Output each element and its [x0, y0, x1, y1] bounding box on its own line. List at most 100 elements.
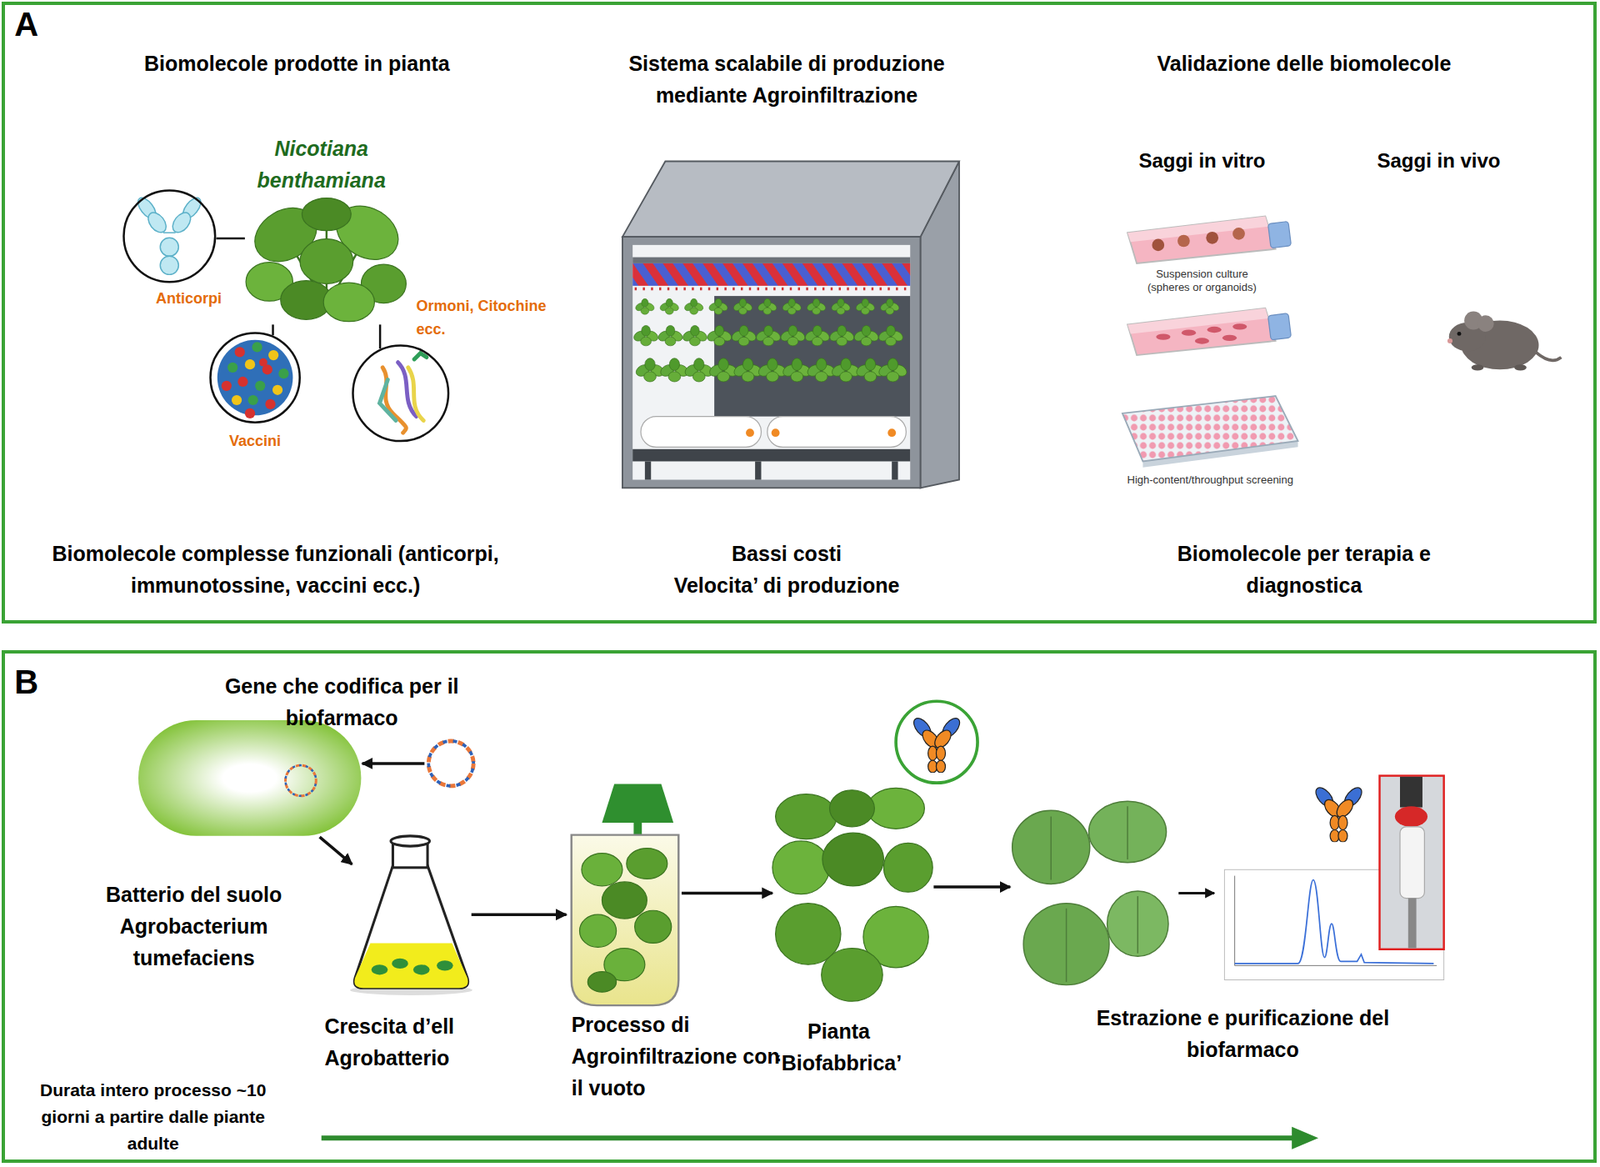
vacuum-infiltration [626, 848, 668, 880]
vacuum-infiltration [581, 853, 623, 886]
node-caption: Batterio del suolo Agrobacterium tumefac… [77, 878, 311, 974]
vacuum-infiltration [571, 783, 680, 1005]
erlenmeyer-flask [391, 958, 409, 969]
biofactory-plant [883, 842, 933, 892]
biofactory-plant [867, 787, 925, 829]
culture-flask [1151, 239, 1165, 252]
protein-illustration [380, 353, 427, 434]
biofactory-plant [830, 790, 875, 827]
bacterium: Batterio del suolo Agrobacterium tumefac… [137, 719, 362, 837]
culture-flask [1127, 308, 1291, 355]
chromatogram [1235, 965, 1437, 966]
growth-chamber [852, 325, 880, 345]
harvested-leaves [1012, 810, 1090, 884]
growth-chamber [680, 325, 709, 345]
protein-illustration [408, 367, 424, 421]
growth-chamber [891, 460, 898, 480]
growth-chamber [781, 298, 803, 315]
growth-chamber [622, 160, 960, 488]
duration-note: Durata intero processo ~10 giorni a part… [20, 1076, 287, 1157]
sub-heading: Saggi in vitro [1101, 148, 1302, 174]
culture-flask [1232, 227, 1245, 240]
growth-chamber [803, 325, 831, 345]
culture-flask [1127, 308, 1276, 355]
pill-outline [137, 719, 362, 837]
virus-illustration [245, 359, 255, 370]
antibody-illustration [122, 189, 217, 284]
growth-chamber [887, 428, 896, 437]
protein-illustration [382, 367, 406, 433]
tobacco-plant [323, 282, 375, 322]
erlenmeyer-flask [390, 835, 430, 846]
circle-outline [353, 345, 450, 441]
virus-illustration [221, 380, 232, 391]
erlenmeyer-flask [354, 865, 468, 988]
virus-illustration [268, 350, 279, 360]
culture-flask [1268, 313, 1292, 340]
growth-chamber [707, 298, 729, 315]
growth-chamber [632, 298, 910, 382]
step-arrow [1178, 891, 1215, 895]
vacuum-infiltration [580, 848, 672, 993]
growth-chamber [645, 460, 651, 480]
culture-flask [1268, 221, 1292, 249]
purification-photo [1408, 898, 1417, 949]
antibody-illustration [160, 237, 179, 256]
culture-flask [1177, 235, 1190, 248]
erlenmeyer-flask [350, 835, 473, 995]
virus-illustration [245, 408, 255, 419]
culture-flask [1205, 231, 1219, 245]
column-footer: Bassi costi [661, 537, 912, 570]
culture-flask [1195, 337, 1210, 344]
harvested-leaves [1107, 890, 1169, 956]
vaccine-circle: Vaccini [209, 331, 301, 424]
growth-chamber [622, 236, 921, 488]
growth-chamber [805, 298, 827, 315]
biofactory-plant [772, 787, 933, 1001]
growth-chamber [640, 416, 761, 448]
protein-circle: Ormoni, Citochine ecc. [351, 344, 450, 443]
virus-illustration [255, 380, 265, 391]
growth-chamber [632, 245, 910, 480]
harvested-leaves [1050, 816, 1051, 880]
virus-illustration [248, 395, 259, 405]
tobacco-plant [300, 239, 354, 285]
biofactory-plant [775, 794, 837, 840]
flow-arrow [471, 912, 567, 916]
growth-chamber [622, 160, 960, 237]
virus-illustration [278, 368, 289, 379]
growth-chamber [828, 325, 856, 345]
timeline-arrow [321, 1126, 1319, 1150]
virus-illustration [259, 358, 268, 367]
antibody-badge [895, 700, 978, 783]
antibody-badge [895, 700, 978, 783]
vacuum-infiltration [601, 881, 647, 919]
plasmid-ring [285, 765, 317, 796]
purification-photo [1395, 805, 1428, 826]
harvested-leaves [1089, 800, 1167, 862]
purification-photo [1400, 776, 1423, 808]
growth-chamber [855, 298, 876, 315]
column-footer: Biomolecole per terapia e diagnostica [1154, 537, 1455, 601]
leader-line [215, 237, 245, 240]
flow-arrow [933, 885, 1010, 889]
growth-chamber [632, 449, 910, 462]
antibody-illustration [163, 231, 176, 233]
column-heading: Sistema scalabile di produzione mediante… [586, 47, 987, 111]
antibody-icon [1312, 784, 1365, 842]
vacuum-infiltration [633, 822, 642, 835]
node-caption: Gene che codifica per il biofarmaco [198, 670, 486, 734]
leader-line [379, 324, 382, 349]
virus-illustration [209, 331, 301, 424]
column-heading: Biomolecole prodotte in pianta [96, 47, 497, 80]
flow-arrow [362, 761, 425, 765]
circle-outline [122, 189, 217, 284]
circle-outline [210, 332, 300, 422]
vacuum-infiltration [587, 971, 616, 992]
panel-letter: A [14, 5, 65, 43]
growth-chamber [755, 460, 761, 480]
antibody-illustration [134, 195, 205, 275]
leader-line [271, 324, 275, 335]
growth-chamber [745, 428, 755, 437]
